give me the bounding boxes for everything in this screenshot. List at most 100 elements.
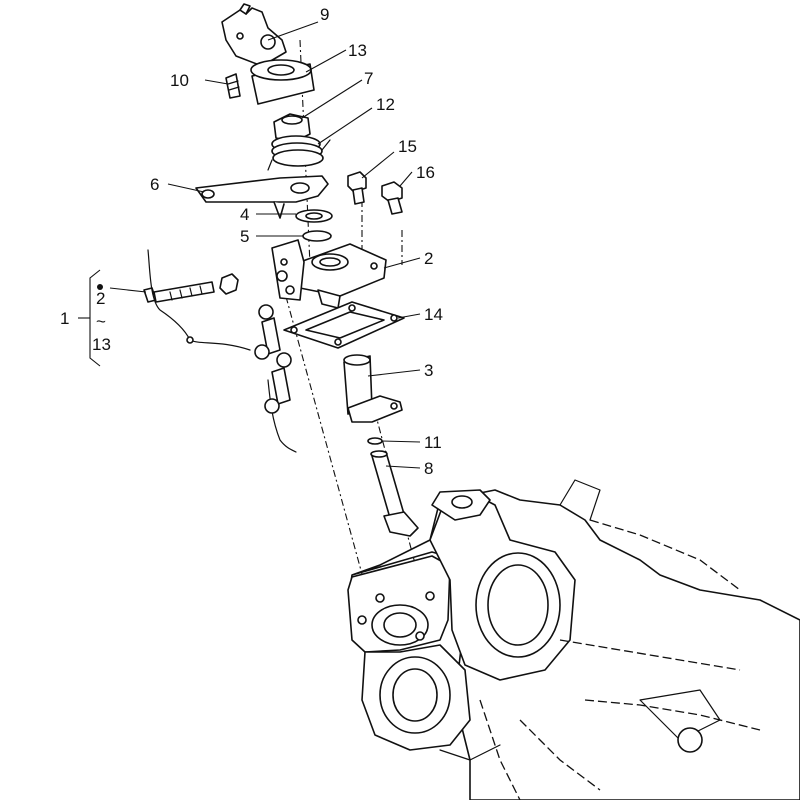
casing-hidden-lines	[479, 519, 761, 800]
pin-thread	[227, 80, 239, 85]
callout-3: 3	[424, 361, 433, 380]
oring	[302, 230, 332, 242]
group-bracket	[89, 269, 101, 367]
callout-8: 8	[424, 459, 433, 478]
lever-tab	[273, 201, 285, 219]
casing-boss-right	[639, 689, 721, 741]
callout-1: 1	[60, 309, 69, 328]
part-8-shaft	[370, 450, 419, 537]
callout-11: 11	[424, 433, 442, 452]
part-10-pin	[225, 73, 241, 99]
part-15-bolt	[347, 171, 367, 205]
leader-3	[367, 369, 421, 377]
pin-thread	[228, 86, 240, 91]
flange-hole	[370, 262, 378, 270]
leader-9	[267, 21, 319, 41]
switch-housing-block	[271, 239, 305, 301]
callout-4: 4	[240, 205, 249, 224]
callout-12: 12	[376, 95, 395, 114]
callout-15: 15	[398, 137, 417, 156]
casing-lower-edge	[439, 744, 501, 761]
lever-plate	[195, 175, 329, 203]
part-6-lever	[195, 175, 329, 219]
bearing-bore-inner	[487, 564, 549, 646]
callout-14: 14	[424, 305, 443, 324]
leader-lines	[78, 21, 421, 469]
part-9-bracket	[221, 3, 287, 67]
leader-11	[381, 440, 421, 443]
selector-arm	[347, 395, 403, 423]
screw-threads	[169, 285, 203, 301]
leader-12	[317, 107, 373, 145]
terminal-ring-bottom	[276, 352, 292, 368]
part-16-bolt	[381, 181, 403, 215]
crankcase	[281, 39, 800, 800]
bolt-hole	[415, 631, 425, 641]
lever-hole	[201, 189, 215, 199]
washer-inner	[305, 212, 323, 220]
leader-14	[397, 313, 421, 319]
callout-7: 7	[364, 69, 373, 88]
bolt16-head	[381, 181, 403, 203]
spring-coil	[272, 149, 324, 167]
selector-arm-pin	[390, 402, 398, 410]
switch-boss-bore	[319, 257, 341, 267]
bracket-tab	[239, 3, 251, 15]
part-5-oring	[302, 230, 332, 242]
callout-16: 16	[416, 163, 435, 182]
shaft-body	[371, 451, 405, 519]
casing-boss-hole	[677, 727, 703, 753]
callout-2: 2	[424, 249, 433, 268]
part-7-nut	[273, 113, 311, 143]
group-range-tilde: ~	[96, 312, 106, 331]
gasket-hole	[334, 338, 342, 346]
wire-upper	[147, 249, 251, 351]
gasket-hole	[290, 326, 298, 334]
terminal-eye	[285, 285, 295, 295]
terminal-cap	[254, 344, 270, 360]
terminal-ring-top	[258, 304, 274, 320]
group-range-to: 13	[92, 335, 111, 354]
bracket-pin-hole	[236, 32, 244, 40]
collar-bore	[267, 64, 295, 76]
terminal-cap-bottom	[264, 398, 280, 414]
selector-top	[343, 354, 371, 366]
leader-15	[361, 151, 395, 179]
part-2-switch-body	[271, 239, 387, 309]
leader-10	[204, 79, 229, 85]
terminal-lower	[271, 367, 291, 405]
callout-6: 6	[150, 175, 159, 194]
leader-6	[167, 183, 205, 193]
terminal-upper	[261, 317, 281, 355]
axis-line-left	[281, 281, 366, 586]
mounting-screw	[143, 273, 239, 303]
callout-labels: 9 13 10 7 12 6 15 16 4 5 2 14 3 11 8 1 2…	[60, 5, 443, 478]
ring	[367, 437, 383, 445]
gasket-inner	[305, 311, 385, 339]
leader-2	[383, 257, 421, 269]
group-dot	[97, 284, 103, 290]
bolt16-shank	[387, 197, 403, 215]
boss-upper-bore	[383, 612, 417, 638]
leader-13	[305, 49, 347, 73]
screw-shank	[153, 281, 215, 303]
flange-hole	[451, 495, 473, 509]
hex-nut	[219, 273, 239, 295]
shaft-fork	[383, 511, 419, 537]
leader-1-group	[109, 287, 147, 293]
lower-bore-inner	[392, 668, 438, 722]
part-12-spring	[267, 135, 331, 171]
switch-flange	[299, 243, 387, 297]
part-3-selector	[343, 354, 403, 423]
leader-16	[399, 171, 413, 187]
callout-5: 5	[240, 227, 249, 246]
shaft-top	[370, 450, 388, 458]
bracket-hole	[260, 34, 276, 50]
pin-body	[225, 73, 241, 99]
callout-13: 13	[348, 41, 367, 60]
bolt-hole	[425, 591, 435, 601]
gasket-hole	[348, 304, 356, 312]
part-4-washer	[295, 209, 333, 223]
callout-9: 9	[320, 5, 329, 24]
bolt15-shank	[352, 187, 365, 205]
